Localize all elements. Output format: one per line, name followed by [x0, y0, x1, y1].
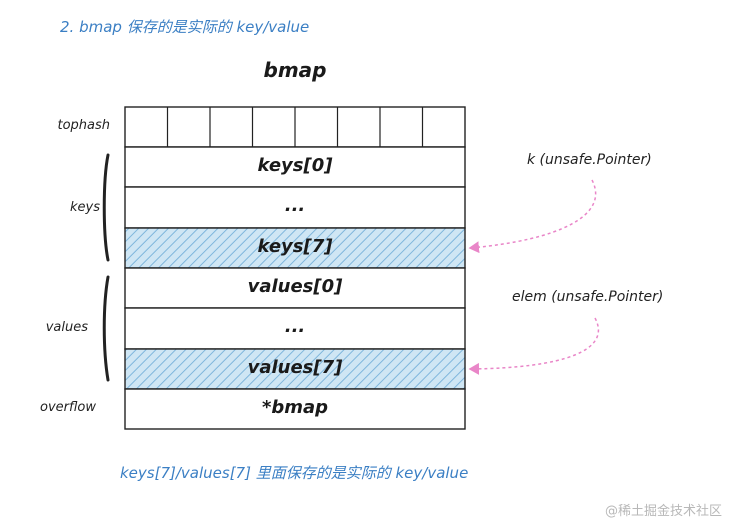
struct-title: bmap	[263, 58, 327, 82]
values-label: values	[45, 320, 88, 335]
diagram-caption: keys[7]/values[7] 里面保存的是实际的 key/value	[120, 464, 469, 482]
k-pointer-callout: k (unsafe.Pointer)	[527, 152, 652, 168]
row-overflow	[124, 388, 466, 430]
keys-bracket	[102, 153, 110, 262]
elem-arrow	[468, 317, 600, 375]
k-arrow	[468, 179, 597, 254]
overflow-pointer-label: *bmap	[261, 397, 329, 418]
row-key7	[124, 227, 466, 269]
keys-ellipsis: ...	[284, 195, 306, 216]
tophash-label: tophash	[57, 118, 110, 133]
elem-pointer-callout: elem (unsafe.Pointer)	[512, 289, 664, 305]
values-0-label: values[0]	[247, 276, 343, 297]
values-bracket	[102, 275, 110, 382]
keys-7-label: keys[7]	[257, 236, 333, 257]
row-val-gap	[124, 307, 466, 350]
values-ellipsis: ...	[284, 316, 306, 337]
values-7-label: values[7]	[247, 357, 343, 378]
overflow-label: overflow	[40, 400, 96, 415]
keys-0-label: keys[0]	[257, 155, 333, 176]
row-key0	[124, 146, 466, 188]
section-heading: 2. bmap 保存的是实际的 key/value	[60, 18, 310, 36]
watermark: @稀土掘金技术社区	[604, 504, 722, 519]
keys-label: keys	[70, 200, 100, 215]
tophash-row	[124, 106, 466, 148]
